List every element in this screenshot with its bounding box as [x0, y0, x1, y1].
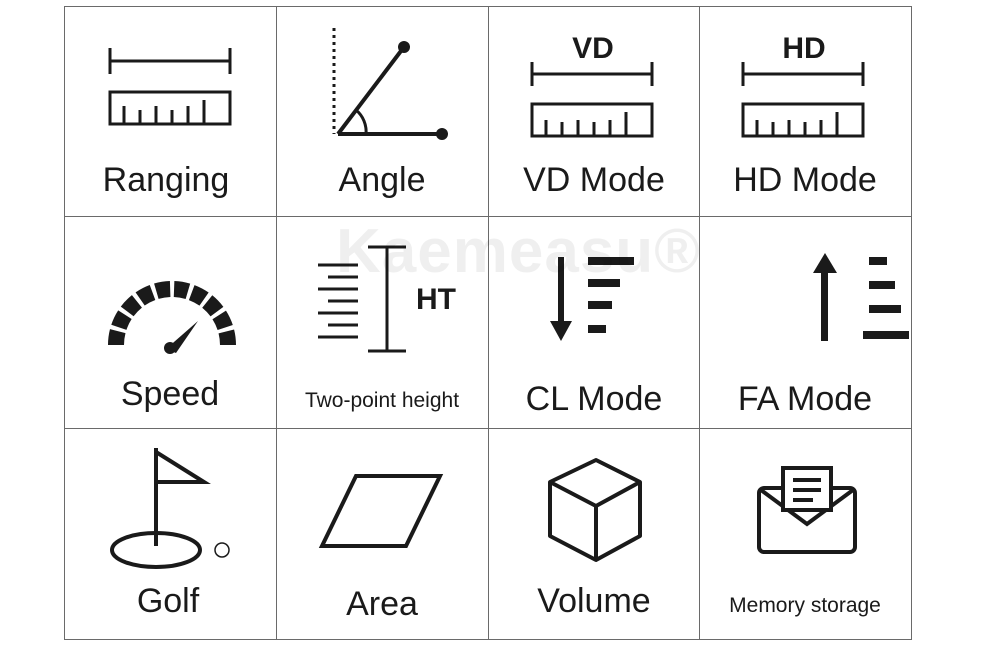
mode-label: Volume — [537, 582, 651, 620]
mode-cell-angle: Angle — [276, 6, 488, 217]
mode-cell-memory: Memory storage — [699, 428, 911, 639]
horizontal-distance-icon: HD — [741, 32, 865, 138]
mode-label: Ranging — [102, 161, 230, 199]
mode-label: Area — [346, 585, 418, 623]
mode-label: Memory storage — [729, 594, 881, 617]
speedometer-icon — [108, 281, 236, 354]
golf-flag-icon — [110, 448, 230, 569]
watermark: Kaemeasu® — [336, 217, 701, 286]
mode-cell-speed: Speed — [64, 217, 276, 428]
mode-label: Golf — [136, 582, 200, 620]
hd-icon-text: HD — [782, 32, 825, 65]
golf-ball-icon — [214, 542, 230, 558]
mode-cell-volume: Volume — [488, 428, 700, 639]
mode-label: HD Mode — [733, 161, 877, 199]
mode-cell-two-point-height: HT Two-point height — [276, 217, 488, 428]
envelope-icon — [757, 466, 857, 554]
mode-cell-ranging: Ranging — [64, 6, 276, 217]
parallelogram-icon — [318, 474, 444, 548]
mode-label: CL Mode — [525, 380, 663, 418]
mode-label: FA Mode — [737, 380, 873, 418]
mode-label: VD Mode — [523, 161, 665, 199]
mode-cell-cl: CL Mode — [488, 217, 700, 428]
up-arrow-bars-icon — [813, 253, 909, 341]
angle-icon — [332, 28, 448, 140]
mode-cell-golf: Golf — [64, 428, 276, 639]
mode-cell-area: Area — [276, 428, 488, 639]
height-scale-icon: HT — [318, 245, 456, 353]
mode-cell-fa: FA Mode — [699, 217, 911, 428]
ht-icon-text: HT — [416, 283, 456, 316]
mode-label: Angle — [338, 161, 426, 199]
mode-label: Two-point height — [304, 389, 460, 412]
mode-cell-vd: VD VD Mode — [488, 6, 700, 217]
down-arrow-bars-icon — [550, 257, 634, 341]
cube-icon — [548, 458, 642, 562]
vd-icon-text: VD — [572, 32, 614, 65]
mode-cell-hd: HD HD Mode — [699, 6, 911, 217]
mode-grid: Ranging Angle VD VD Mode — [64, 6, 912, 640]
mode-label: Speed — [120, 375, 220, 413]
ruler-range-icon — [108, 48, 232, 126]
vertical-distance-icon: VD — [530, 32, 654, 138]
